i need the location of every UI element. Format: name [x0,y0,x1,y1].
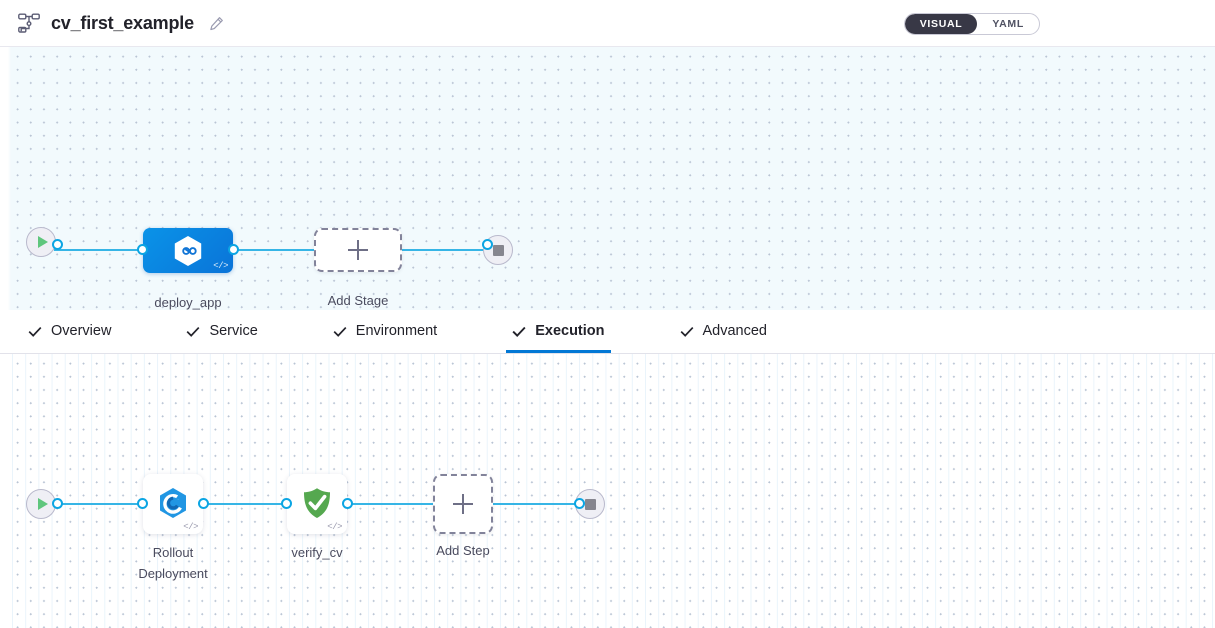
stage-input-port[interactable] [137,244,148,255]
pipeline-start-node[interactable] [26,227,63,257]
end-input-port[interactable] [482,239,493,250]
play-icon [26,489,56,519]
verify-output-port[interactable] [342,498,353,509]
stage-node-deploy-app[interactable]: </> deploy_app [137,228,239,310]
verify-input-port[interactable] [281,498,292,509]
step-label-verify-cv: verify_cv [291,545,343,560]
execution-end-input-port[interactable] [574,498,585,509]
add-stage-button[interactable] [314,228,402,272]
step-connector-4 [488,503,584,505]
tab-overview[interactable]: Overview [22,310,117,353]
stage-connector-2 [227,249,317,251]
tab-service[interactable]: Service [180,310,263,353]
add-step-button[interactable] [433,474,493,534]
stage-yaml-badge[interactable]: </> [213,261,228,271]
check-icon [28,326,42,337]
execution-start-output-port[interactable] [52,498,63,509]
tab-environment-label: Environment [355,323,438,339]
stage-connector-1 [54,249,144,251]
step-connector-1 [54,503,146,505]
page-title: cv_first_example [51,12,194,33]
step-node-rollout-deployment[interactable]: </> Rollout Deployment [137,474,209,581]
step-yaml-badge[interactable]: </> [327,522,342,532]
header-left-group: cv_first_example [18,13,224,34]
check-icon [333,326,347,337]
check-icon [512,326,526,337]
stage-config-tabs[interactable]: Overview Service Environment Execution A… [0,310,1215,354]
pipeline-end-node[interactable] [482,235,513,265]
pencil-edit-icon[interactable] [205,16,224,31]
tab-overview-label: Overview [51,323,112,339]
view-toggle-visual[interactable]: VISUAL [904,14,978,34]
tab-environment[interactable]: Environment [327,310,443,353]
plus-icon [348,240,368,260]
rollout-output-port[interactable] [198,498,209,509]
stage-label-deploy-app: deploy_app [154,295,222,310]
tab-service-label: Service [209,323,258,339]
stage-graph-canvas[interactable]: </> deploy_app Add Stage [0,47,1215,310]
execution-end-node[interactable] [574,489,605,519]
rollout-input-port[interactable] [137,498,148,509]
view-mode-toggle[interactable]: VISUAL YAML [903,13,1040,35]
step-label-rollout-deployment: Rollout Deployment [138,545,208,581]
start-output-port[interactable] [52,239,63,250]
step-node-verify-cv[interactable]: </> verify_cv [281,474,353,560]
step-yaml-badge[interactable]: </> [183,522,198,532]
view-toggle-yaml[interactable]: YAML [992,18,1024,30]
add-stage-label: Add Stage [327,293,389,308]
add-step-label: Add Step [436,543,490,558]
tab-execution-label: Execution [535,323,605,339]
step-connector-2 [200,503,292,505]
step-connector-3 [344,503,440,505]
check-icon [187,326,200,337]
tab-execution[interactable]: Execution [506,310,611,353]
check-icon [680,326,693,337]
tab-advanced-label: Advanced [702,323,768,339]
pipeline-icon [18,13,40,33]
stage-connector-3 [399,249,489,251]
execution-start-node[interactable] [26,489,63,519]
app-header: cv_first_example VISUAL YAML [0,0,1215,47]
execution-graph-canvas[interactable]: </> Rollout Deployment </> verify_cv Add… [0,354,1215,628]
add-step-node[interactable]: Add Step [433,474,493,558]
add-stage-node[interactable]: Add Stage [314,228,402,308]
tab-advanced[interactable]: Advanced [674,310,774,353]
plus-icon [453,494,473,514]
stage-output-port[interactable] [228,244,239,255]
